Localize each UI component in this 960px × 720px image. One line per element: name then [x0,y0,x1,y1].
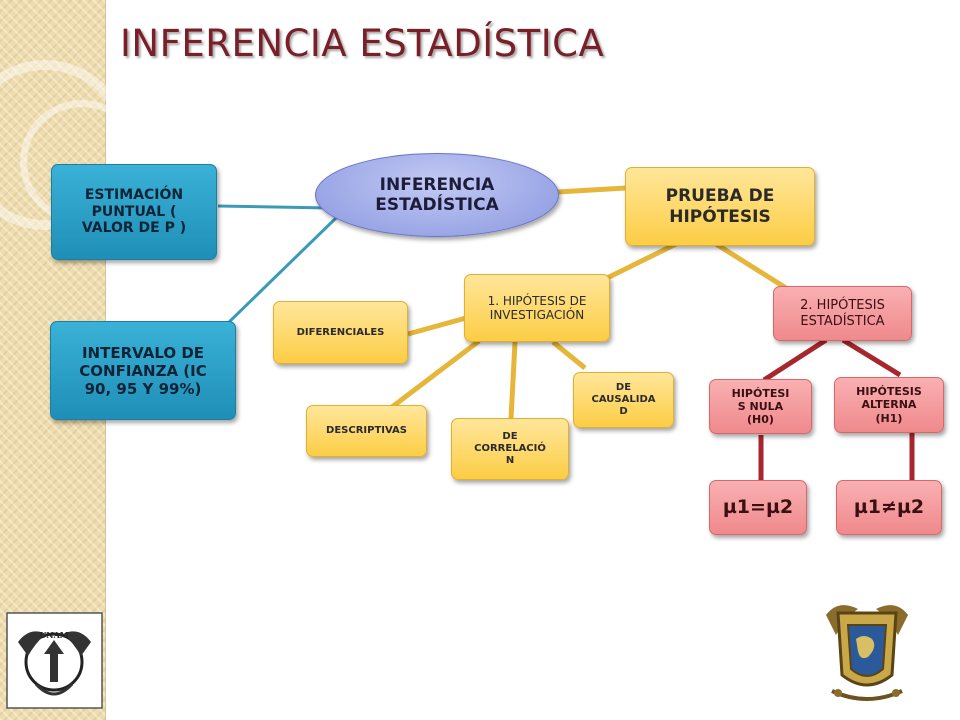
link-prueba-investigacion [601,241,678,283]
slide-title: INFERENCIA ESTADÍSTICA [120,22,605,65]
link-center-prueba [556,185,627,195]
link-investigacion-descriptivas [390,339,481,409]
node-hipotesis-investigacion: 1. HIPÓTESIS DE INVESTIGACIÓN [464,274,610,342]
svg-text:UNAM: UNAM [39,630,68,640]
link-investigacion-correlacion [508,341,518,420]
unam-seal [818,595,916,707]
node-prueba-hipotesis: PRUEBA DE HIPÓTESIS [625,167,815,246]
link-investigacion-causalidad [551,340,587,370]
link-investigacion-diferenciales [407,315,467,337]
node-mu-distinto: µ1≠µ2 [836,480,942,535]
node-descriptivas: DESCRIPTIVAS [306,405,427,457]
node-estimacion-puntual: ESTIMACIÓN PUNTUAL ( VALOR DE P ) [51,164,217,260]
link-center-estimacion [217,204,331,210]
node-hipotesis-estadistica: 2. HIPÓTESIS ESTADÍSTICA [773,286,912,341]
link-estadistica-nula [762,337,828,383]
node-intervalo-confianza: INTERVALO DE CONFIANZA (IC 90, 95 Y 99%) [50,321,236,420]
node-de-correlacion: DE CORRELACIÓ N [451,418,569,480]
university-logo: UNAM [6,612,103,709]
link-center-intervalo [224,216,338,327]
node-mu-igual: µ1=µ2 [709,480,807,535]
link-prueba-estadistica [714,241,788,291]
node-hipotesis-alterna: HIPÓTESIS ALTERNA (H1) [834,377,944,433]
node-inferencia-estadistica: INFERENCIA ESTADÍSTICA [315,153,559,237]
link-estadistica-alterna [841,337,902,378]
node-hipotesis-nula: HIPÓTESI S NULA (H0) [709,379,812,434]
node-diferenciales: DIFERENCIALES [273,301,408,364]
node-de-causalidad: DE CAUSALIDA D [573,372,674,428]
